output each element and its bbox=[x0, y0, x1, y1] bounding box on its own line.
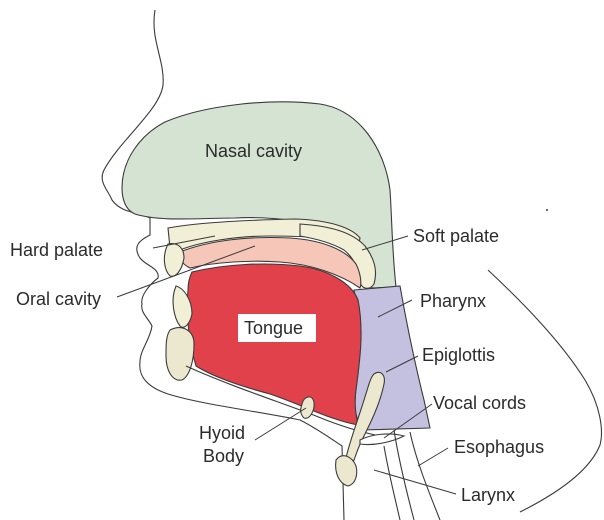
epiglottis-label: Epiglottis bbox=[422, 345, 495, 365]
tongue-label: Tongue bbox=[244, 318, 303, 338]
larynx-leader bbox=[374, 470, 456, 494]
pharynx-label: Pharynx bbox=[420, 291, 486, 311]
nasal-cavity-label: Nasal cavity bbox=[205, 141, 302, 161]
vocal-cords-label: Vocal cords bbox=[433, 393, 526, 413]
jaw-bone bbox=[166, 328, 194, 381]
larynx-wall bbox=[384, 446, 400, 520]
hard-palate-label: Hard palate bbox=[10, 240, 103, 260]
reference-dot bbox=[546, 209, 548, 211]
soft-palate-label: Soft palate bbox=[413, 226, 499, 246]
larynx-label: Larynx bbox=[461, 485, 515, 505]
hyoid-label-line2: Body bbox=[203, 446, 244, 466]
hyoid-label-line1: Hyoid bbox=[199, 423, 245, 443]
upper-teeth bbox=[164, 244, 184, 277]
neck-back bbox=[488, 270, 601, 512]
oral-cavity-label: Oral cavity bbox=[16, 289, 101, 309]
esophagus-label: Esophagus bbox=[454, 437, 544, 457]
esophagus-leader bbox=[418, 448, 448, 466]
esophagus-back-wall bbox=[410, 432, 440, 520]
vocal-cords-shape bbox=[360, 434, 404, 445]
